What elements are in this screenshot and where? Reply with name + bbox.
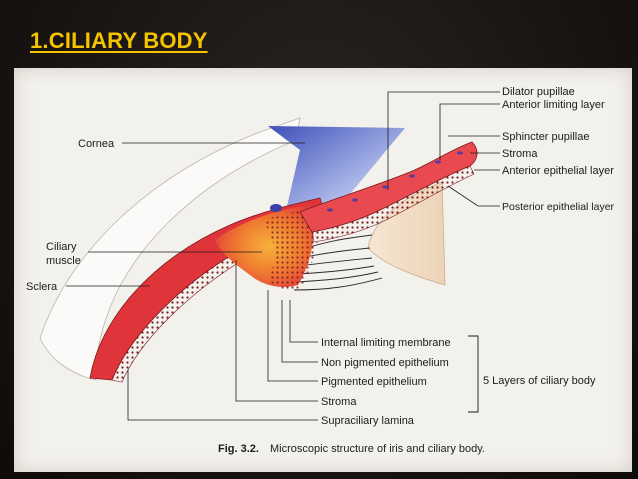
iris-cells [327,151,463,212]
caption-number: Fig. 3.2. [218,443,259,455]
label-supraciliary-lamina: Supraciliary lamina [321,415,415,427]
iris-posterior-epithelium [311,165,475,243]
label-dilator-pupillae: Dilator pupillae [502,86,575,98]
label-internal-limiting-membrane: Internal limiting membrane [321,337,451,349]
label-cornea: Cornea [78,138,115,150]
sclera-shape [39,117,301,381]
label-anterior-limiting-layer: Anterior limiting layer [502,99,605,111]
leader-lines-right [387,91,500,207]
canal-of-schlemm [270,204,282,212]
cornea-shape [268,126,405,215]
label-non-pigmented-epithelium: Non pigmented epithelium [321,357,449,369]
label-five-layers: 5 Layers of ciliary body [483,375,596,387]
label-pigmented-epithelium: Pigmented epithelium [321,376,427,388]
label-ciliary-muscle-line1: Ciliary [46,241,77,253]
leader-lines-left [66,142,305,287]
label-sclera: Sclera [26,281,58,293]
label-posterior-epithelial-layer: Posterior epithelial layer [502,201,615,213]
slide-title: 1.CILIARY BODY [30,28,208,53]
leader-lines-bottom [127,260,318,421]
label-ciliary-muscle-line2: muscle [46,255,81,267]
label-anterior-epithelial-layer: Anterior epithelial layer [502,165,614,177]
label-stroma-iris: Stroma [502,148,538,160]
label-stroma-ciliary: Stroma [321,396,357,408]
caption-text: Microscopic structure of iris and ciliar… [270,443,485,455]
layers-bracket [468,335,479,413]
label-sphincter-pupillae: Sphincter pupillae [502,131,589,143]
ciliary-process-dots [262,209,319,291]
